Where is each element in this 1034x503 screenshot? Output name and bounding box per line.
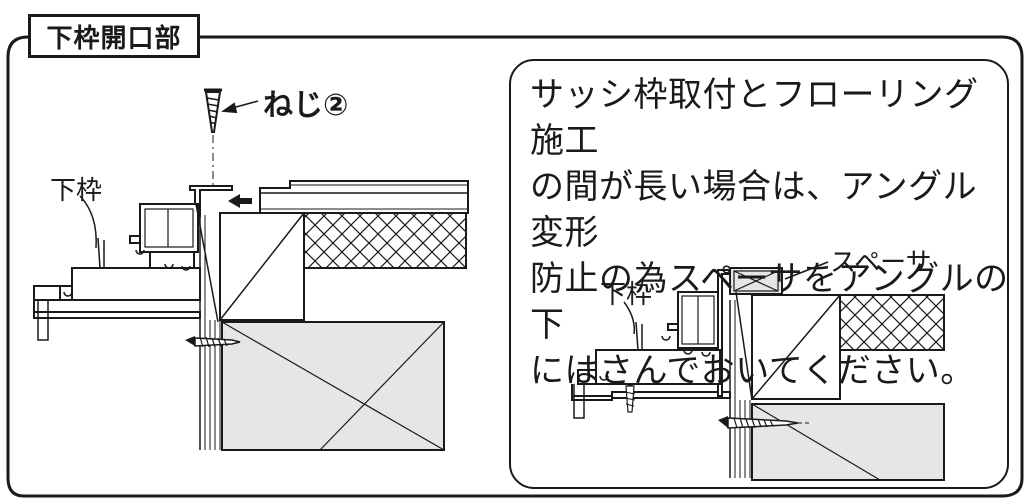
right-section-drawing <box>571 261 945 481</box>
outer-frame <box>6 35 1024 498</box>
left-section-drawing <box>33 88 469 451</box>
note-text: サッシ枠取付とフローリング施工 の間が長い場合は、アングル変形 防止の為スペーサ… <box>530 72 1010 394</box>
spacer-label: スペーサ <box>830 248 932 278</box>
right-frame-label: 下枠 <box>600 280 653 310</box>
note-line: の間が長い場合は、アングル変形 <box>530 167 978 253</box>
note-line: サッシ枠取付とフローリング施工 <box>530 75 979 161</box>
section-title: 下枠開口部 <box>28 14 200 58</box>
note-line: にはさんでおいてください。 <box>530 351 975 391</box>
screw-label: ねじ② <box>263 88 349 123</box>
note-line: 防止の為スペーサをアングルの下 <box>530 259 1009 345</box>
left-frame-label: 下枠 <box>50 176 103 206</box>
screw-icon <box>204 88 222 133</box>
